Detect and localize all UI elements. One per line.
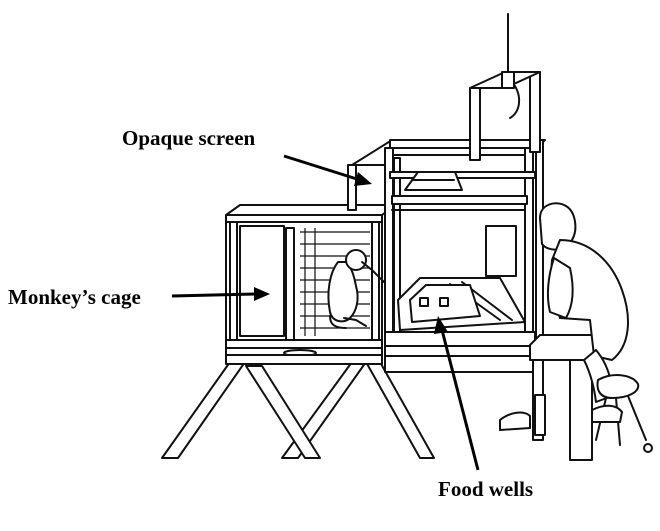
label-food-wells: Food wells [438,477,534,501]
monkey-cage [225,204,396,365]
label-monkeys-cage: Monkey’s cage [8,285,141,309]
test-box [347,13,546,373]
arrow-food-wells [434,316,480,471]
arrow-monkeys-cage [171,287,270,301]
monkey-figure [327,249,385,329]
arrow-opaque-screen [283,154,372,186]
experimenter-table [529,334,599,461]
cage-stand [161,361,435,459]
label-opaque-screen: Opaque screen [122,126,256,150]
experimenter-figure [499,202,653,453]
